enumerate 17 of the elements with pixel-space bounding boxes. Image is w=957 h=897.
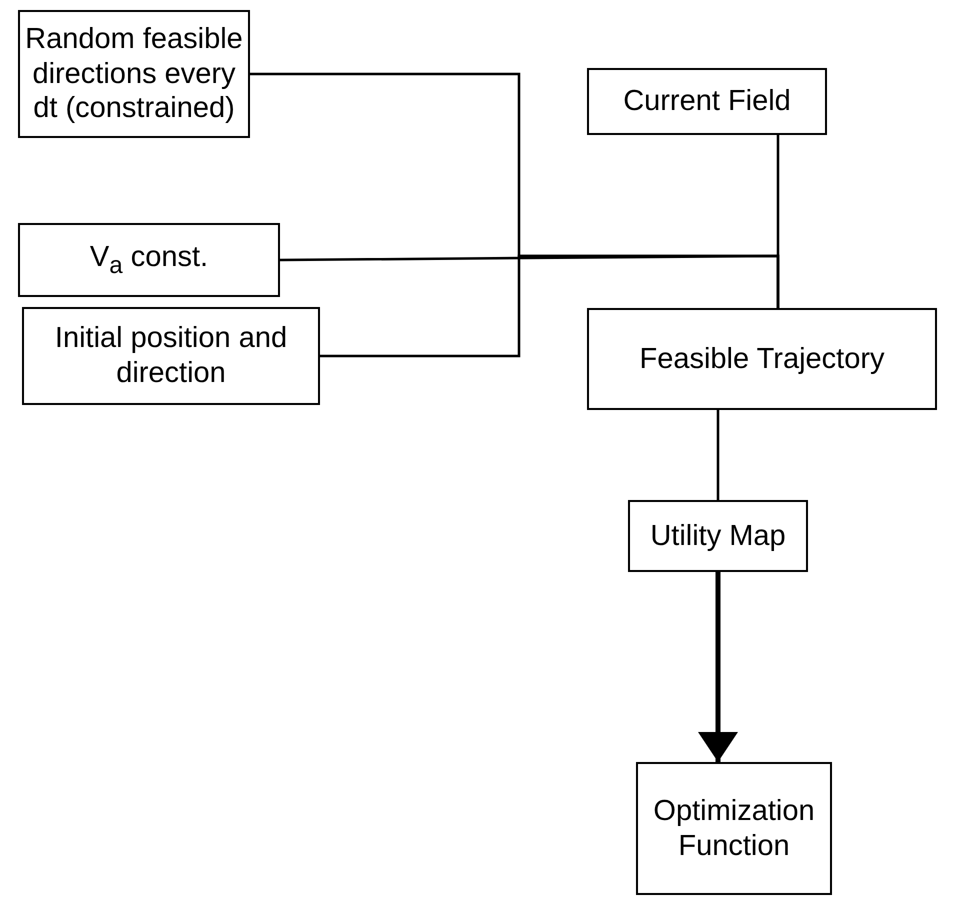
arrow (698, 572, 738, 762)
box-label: Current Field (623, 84, 791, 119)
box-label: Optimization Function (652, 794, 816, 864)
process-box (22, 307, 320, 405)
connector-line (320, 254, 780, 358)
box-label: Initial position and direction (54, 321, 288, 391)
process-box (628, 500, 808, 572)
process-box (587, 308, 937, 410)
process-box (636, 762, 832, 895)
connector-line (716, 410, 720, 500)
process-box (587, 68, 827, 135)
box-label: Feasible Trajectory (640, 342, 884, 376)
process-box (18, 10, 250, 138)
box-label: Utility Map (650, 518, 786, 554)
box-label: Random feasible directions every dt (constrained) (24, 22, 244, 126)
box-label: V$_{a}$ const. (90, 240, 208, 280)
process-box (18, 223, 280, 297)
